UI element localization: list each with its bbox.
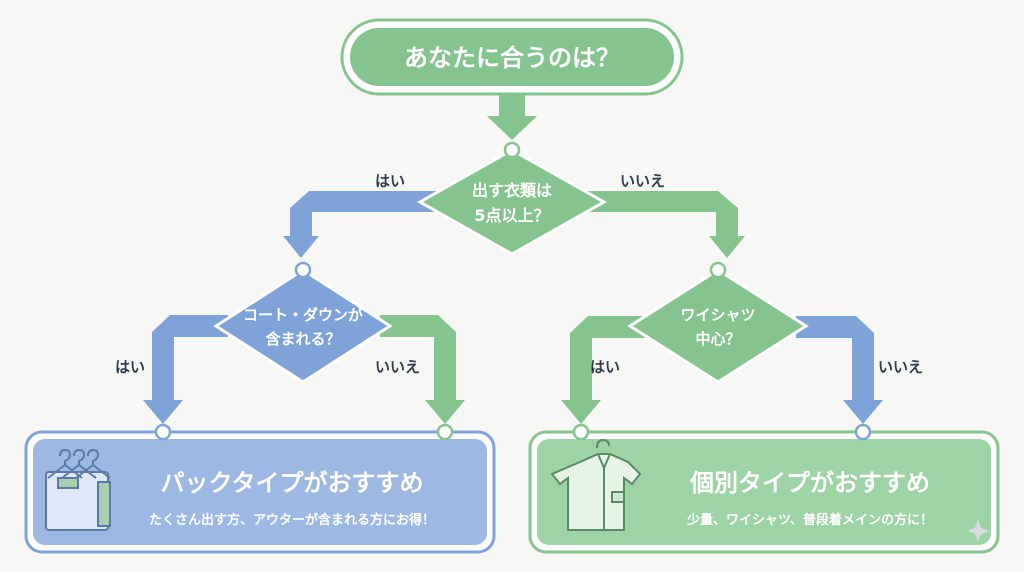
q3-yes-label: はい <box>590 358 620 376</box>
arrow-q3-no <box>796 316 883 424</box>
arrow-q2-yes <box>143 315 228 424</box>
result-pack-card: パックタイプがおすすめ たくさん出す方、アウターが含まれる方にお得！ <box>24 430 496 554</box>
result-individual-title: 個別タイプがおすすめ <box>689 469 930 497</box>
pack-connector-right <box>436 423 454 441</box>
result-individual-card: 個別タイプがおすすめ 少量、ワイシャツ、普段着メインの方に！ <box>528 430 1000 554</box>
q3-line1: ワイシャツ <box>680 306 755 324</box>
shirt-icon <box>550 438 642 531</box>
result-individual-desc: 少量、ワイシャツ、普段着メインの方に！ <box>686 512 933 528</box>
result-pack-desc: たくさん出す方、アウターが含まれる方にお得！ <box>149 512 435 528</box>
q2-line1: コート・ダウンが <box>243 306 364 324</box>
arrow-q2-no <box>380 315 465 424</box>
q1-no-label: いいえ <box>620 172 665 190</box>
result-pack-title: パックタイプがおすすめ <box>160 469 423 497</box>
decision-q3: ワイシャツ 中心？ <box>627 268 809 384</box>
sparkle-icon <box>967 520 989 542</box>
q3-no-label: いいえ <box>878 358 923 376</box>
decision-q2: コート・ダウンが 含まれる？ <box>213 268 393 384</box>
arrow-q1-yes <box>283 191 440 258</box>
hangers-icon <box>45 448 111 531</box>
q2-line2: 含まれる？ <box>265 330 340 348</box>
q1-top-connector <box>503 141 521 159</box>
decision-q1: 出す衣類は 5点以上？ <box>416 148 608 256</box>
q2-yes-label: はい <box>115 358 145 376</box>
arrow-q3-yes <box>561 316 648 424</box>
q2-top-connector <box>294 261 312 279</box>
individual-connector-right <box>854 423 872 441</box>
arrow-q1-no <box>585 191 745 258</box>
title-node: あなたに合うのは？ <box>340 18 684 96</box>
q2-no-label: いいえ <box>375 358 420 376</box>
q3-top-connector <box>709 261 727 279</box>
q1-yes-label: はい <box>375 172 405 190</box>
q1-line2: 5点以上？ <box>474 206 549 225</box>
arrow-title-to-q1 <box>487 92 537 140</box>
q3-line2: 中心？ <box>695 330 740 348</box>
pack-connector-left <box>154 423 172 441</box>
individual-connector-left <box>572 423 590 441</box>
q1-line1: 出す衣類は <box>472 181 552 200</box>
title-text: あなたに合うのは？ <box>404 44 620 72</box>
